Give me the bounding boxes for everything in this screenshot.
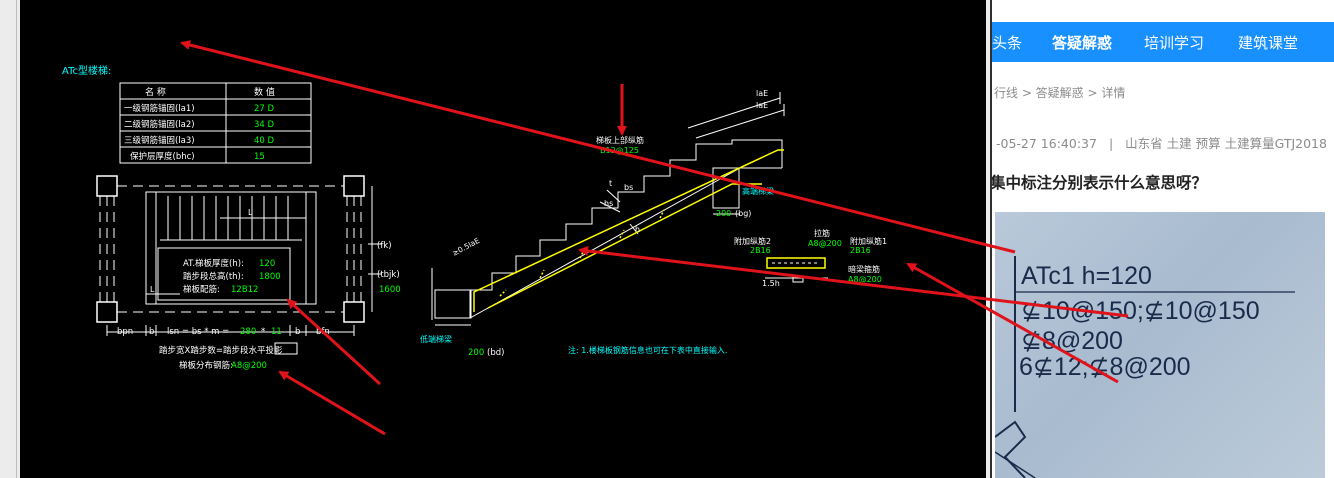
- bd-label: (bd): [487, 348, 504, 358]
- rebar-value[interactable]: 12B12: [231, 285, 258, 295]
- table-header-name: 名 称: [145, 86, 166, 98]
- plan-dim-l: L: [248, 208, 253, 217]
- table-header-value: 数 值: [254, 86, 275, 98]
- dim-b-right: b: [295, 327, 300, 337]
- table-row-name: 一级钢筋锚固(la1): [124, 103, 195, 114]
- height-value[interactable]: 1800: [259, 272, 281, 282]
- add-rebar-2-label: 附加纵筋2: [734, 236, 771, 246]
- question-date: -05-27 16:40:37: [996, 136, 1097, 151]
- photo-line-2: ⊈10@150;⊈10@150: [1021, 297, 1260, 325]
- dim-hs: hs: [604, 199, 613, 208]
- dist-rebar-value[interactable]: A8@200: [231, 361, 267, 371]
- top-nav-bar: 头条 答疑解惑 培训学习 建筑课堂: [992, 22, 1334, 62]
- nav-item-classroom[interactable]: 建筑课堂: [1238, 33, 1299, 52]
- table-row-value[interactable]: 15: [254, 152, 265, 162]
- section-rebar: [473, 149, 784, 312]
- meta-separator: |: [1108, 136, 1114, 151]
- bg-label: (bg): [735, 209, 751, 218]
- tie-value[interactable]: A8@200: [808, 239, 842, 248]
- photo-line-1: ATc1 h=120: [1021, 262, 1152, 290]
- question-photo[interactable]: ATc1 h=120 ⊈10@150;⊈10@150 ⊈8@200 6⊈12;⊈…: [995, 212, 1325, 478]
- dim-b-left: b: [149, 327, 154, 337]
- dim-bfn: bfn: [316, 327, 330, 337]
- dist-rebar-label: 梯板分布钢筋:: [179, 360, 233, 371]
- dim-m-value[interactable]: 11: [271, 327, 282, 337]
- question-tags[interactable]: 山东省 土建 预算 土建算量GTJ2018: [1125, 136, 1327, 151]
- nav-item-headlines[interactable]: 头条: [992, 33, 1023, 52]
- top-rebar-value[interactable]: B12@125: [600, 146, 639, 155]
- dim-1-5h: 1.5h: [762, 279, 780, 288]
- breadcrumb[interactable]: 行线 > 答疑解惑 > 详情: [994, 86, 1126, 100]
- table-row-value[interactable]: 34 D: [254, 120, 275, 130]
- table-row-value[interactable]: 27 D: [254, 104, 275, 114]
- thickness-value[interactable]: 120: [259, 259, 275, 269]
- nav-item-training[interactable]: 培训学习: [1144, 33, 1205, 52]
- dim-fk: (fk): [377, 241, 392, 251]
- formula-text: 踏步宽X踏步数=踏步段水平投影: [159, 345, 283, 356]
- dim-bpn: bpn: [117, 327, 133, 337]
- laE-second: laE: [756, 101, 768, 110]
- qa-web-panel: 头条 答疑解惑 培训学习 建筑课堂 行线 > 答疑解惑 > 详情 -05-27 …: [990, 0, 1334, 478]
- stair-type-title: ATc型楼梯:: [62, 64, 111, 77]
- section-note: 注: 1.楼梯板钢筋信息也可在下表中直接输入.: [568, 345, 727, 355]
- add-rebar-1-label: 附加纵筋1: [850, 236, 887, 246]
- question-meta: -05-27 16:40:37 | 山东省 土建 预算 土建算量GTJ2018: [996, 133, 1327, 152]
- dim-times: *: [261, 327, 265, 337]
- dim-slope: ≥0.5laE: [451, 236, 482, 258]
- plan-dim-l2: L: [150, 285, 155, 294]
- table-row-name: 二级钢筋锚固(la2): [124, 119, 195, 130]
- cad-drawing: ATc型楼梯: 名 称 数 值 一级钢筋锚固(la1) 27 D 二级钢筋锚固(…: [62, 64, 887, 371]
- bd-value[interactable]: 200: [468, 348, 484, 358]
- table-row-name: 三级钢筋锚固(la3): [124, 135, 195, 146]
- dim-h: h: [635, 225, 640, 234]
- table-row-value[interactable]: 40 D: [254, 136, 275, 146]
- dim-t: t: [609, 179, 612, 188]
- table-row-name: 保护层厚度(bhc): [130, 151, 195, 162]
- add-rebar-2-value[interactable]: 2B16: [750, 246, 771, 255]
- cad-left-toolbar: [0, 0, 17, 478]
- cad-window: ATc型楼梯: 名 称 数 值 一级钢筋锚固(la1) 27 D 二级钢筋锚固(…: [0, 0, 986, 478]
- dim-1600[interactable]: 1600: [379, 285, 401, 295]
- height-label: 踏步段总高(th):: [183, 271, 244, 282]
- rebar-label: 梯板配筋:: [183, 284, 220, 295]
- add-rebar-1-value[interactable]: 2B16: [850, 246, 871, 255]
- nav-item-qa[interactable]: 答疑解惑: [1052, 33, 1113, 52]
- tie-label: 拉筋: [814, 228, 830, 238]
- cad-drawing-canvas[interactable]: ATc型楼梯: 名 称 数 值 一级钢筋锚固(la1) 27 D 二级钢筋锚固(…: [20, 0, 986, 478]
- laE-top: laE: [756, 89, 768, 98]
- hidden-beam-value[interactable]: A8@200: [848, 275, 882, 284]
- dim-bs: bs: [624, 183, 633, 192]
- high-beam-label: 高端梯梁: [742, 186, 774, 196]
- question-title: 集中标注分别表示什么意思呀？: [990, 174, 1208, 192]
- dim-tbjk: (tbjk): [377, 270, 400, 280]
- dim-lsn-label: lsn = bs * m =: [167, 327, 229, 337]
- bg-value[interactable]: 200: [716, 209, 731, 218]
- thickness-label: AT.梯板厚度(h):: [183, 258, 244, 269]
- low-beam-label: 低端梯梁: [420, 334, 452, 344]
- photo-line-4: 6⊈12;⊈8@200: [1019, 353, 1191, 381]
- hidden-beam-label: 暗梁箍筋: [848, 264, 880, 274]
- dim-bs-value[interactable]: 280: [240, 327, 256, 337]
- top-rebar-label: 梯板上部纵筋: [596, 135, 644, 145]
